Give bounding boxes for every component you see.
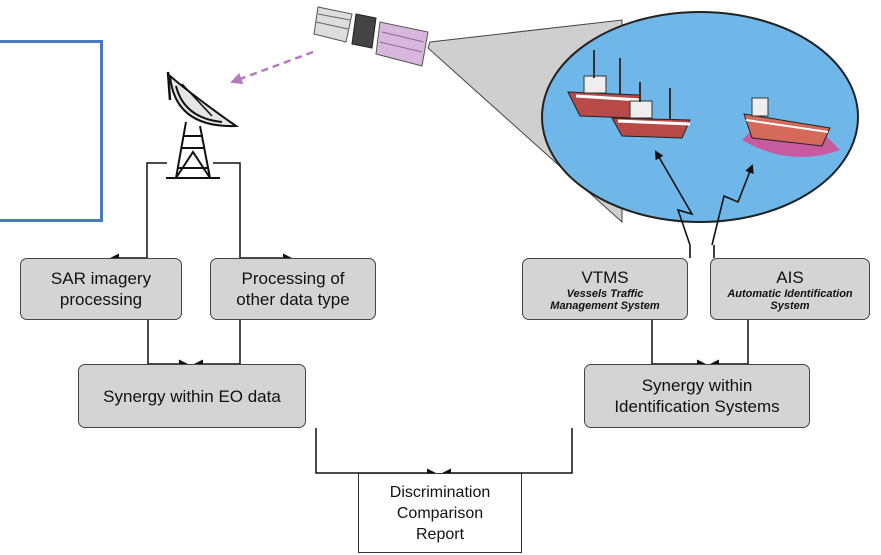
other-line-2: other data type bbox=[236, 290, 350, 309]
ais-radio-link bbox=[711, 164, 754, 246]
ident-line-2: Identification Systems bbox=[614, 397, 780, 416]
sea-area-bubble bbox=[541, 11, 859, 223]
vtms-sub-2: Management System bbox=[550, 299, 660, 312]
ais-title: AIS bbox=[776, 267, 804, 287]
report-line-1: Discrimination bbox=[389, 483, 491, 501]
ident-synergy-box: Synergy within Identification Systems bbox=[584, 364, 810, 428]
vtms-sub-1: Vessels Traffic bbox=[566, 287, 644, 300]
other-processing-box: Processing of other data type bbox=[210, 258, 376, 320]
dish-to-sar-connector bbox=[146, 162, 167, 258]
ident-to-report-connector bbox=[442, 428, 573, 478]
other-line-1: Processing of bbox=[241, 269, 345, 288]
vtms-box: VTMS Vessels Traffic Management System bbox=[522, 258, 688, 320]
fishing-boat-icon bbox=[567, 50, 641, 119]
cargo-ship-icon bbox=[742, 97, 840, 158]
satellite-icon bbox=[313, 6, 429, 67]
vtms-radio-link bbox=[654, 150, 694, 246]
ais-sub-1: Automatic Identification bbox=[727, 287, 853, 300]
report-box: Discrimination Comparison Report bbox=[358, 473, 522, 553]
eo-synergy-label: Synergy within EO data bbox=[103, 386, 281, 406]
eo-synergy-box: Synergy within EO data bbox=[78, 364, 306, 428]
sar-processing-box: SAR imagery processing bbox=[20, 258, 182, 320]
eo-to-report-connector bbox=[315, 428, 436, 478]
ais-box: AIS Automatic Identification System bbox=[710, 258, 870, 320]
vtms-title: VTMS bbox=[581, 267, 629, 287]
satellite-dish-icon bbox=[166, 71, 240, 179]
dish-to-other-connector bbox=[213, 162, 241, 258]
sar-line-2: processing bbox=[59, 290, 143, 309]
report-line-2: Comparison bbox=[396, 504, 484, 522]
fishing-boat-icon bbox=[611, 82, 691, 139]
sar-line-1: SAR imagery bbox=[50, 269, 152, 288]
ident-line-1: Synergy within bbox=[641, 376, 753, 395]
ais-sub-2: System bbox=[770, 299, 810, 312]
highlight-frame bbox=[0, 40, 103, 222]
report-line-3: Report bbox=[415, 525, 465, 543]
downlink-arrow bbox=[230, 50, 314, 85]
